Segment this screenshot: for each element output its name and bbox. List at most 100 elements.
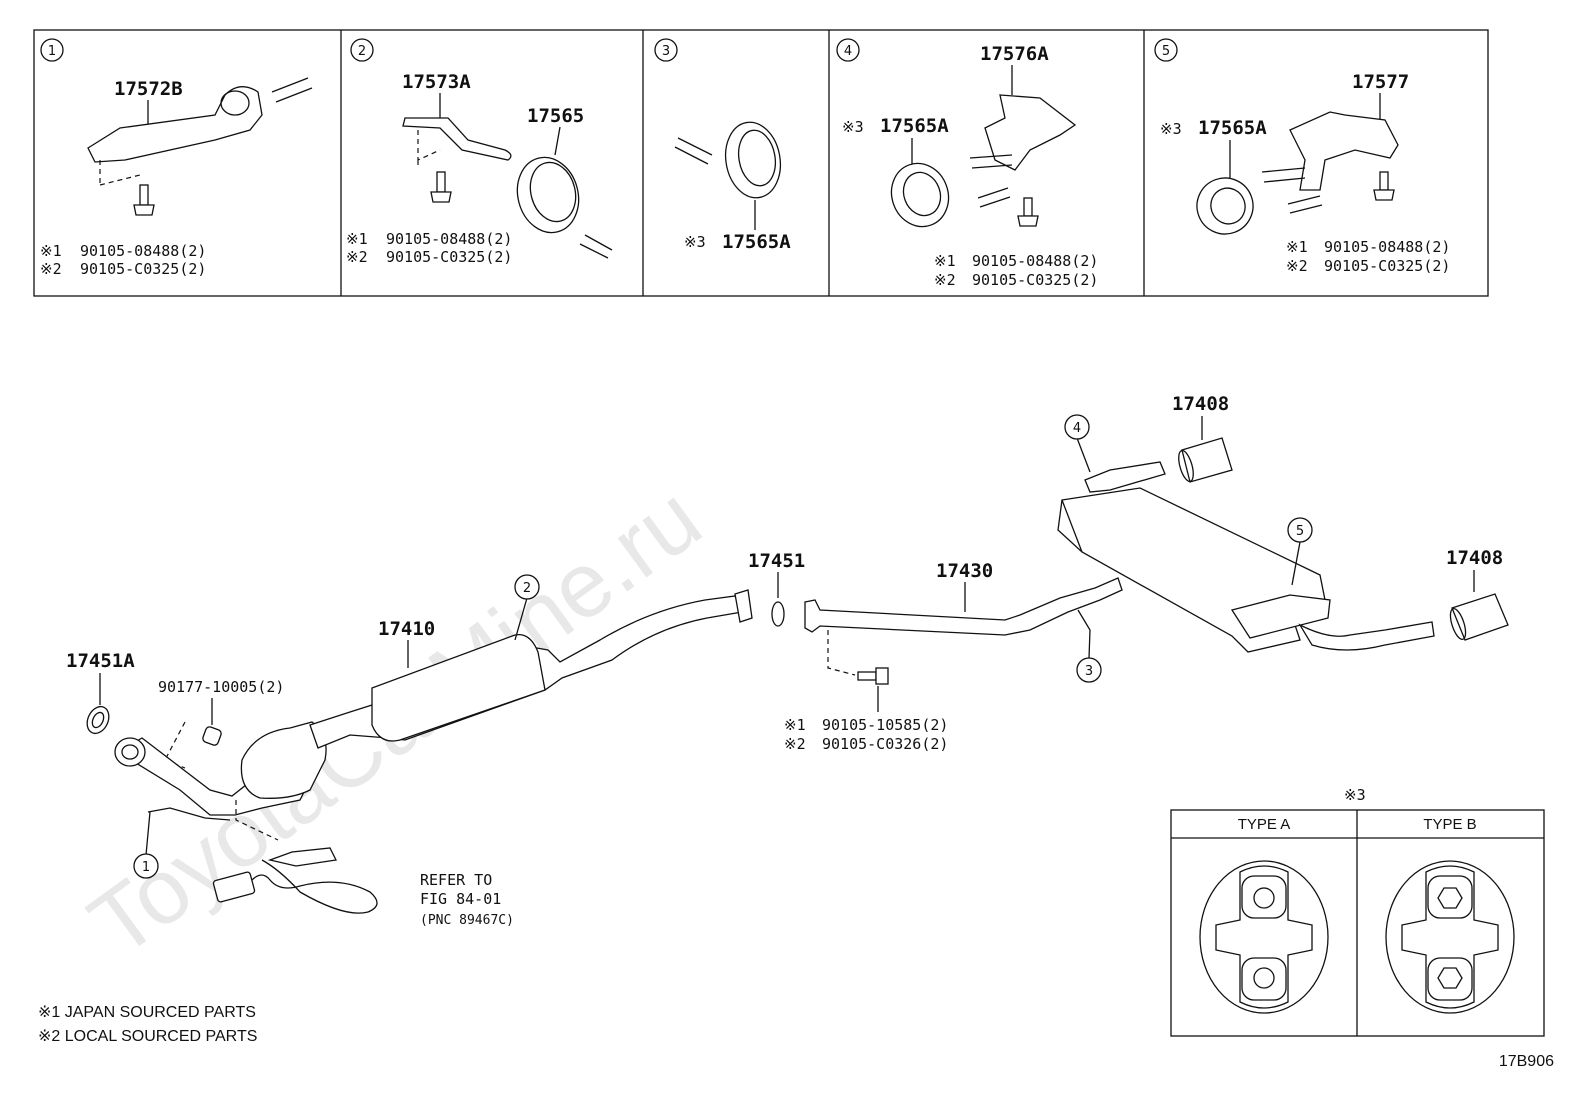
svg-text:5: 5: [1296, 524, 1304, 539]
bolt-part-number: 90105-C0325(2): [80, 260, 206, 278]
callout-3: 3: [1076, 609, 1102, 683]
svg-text:2: 2: [523, 581, 531, 596]
part-number-17451: 17451: [748, 550, 805, 572]
panels-frame: [33, 29, 1489, 297]
part-mark: ※3: [1160, 120, 1182, 138]
part-number-90177-10005: 90177-10005(2): [158, 678, 284, 696]
part-number-17410: 17410: [378, 618, 435, 640]
muffler-end-bracket: [1230, 594, 1331, 639]
gasket-17451A: [86, 705, 110, 735]
callout-1: 1: [133, 853, 159, 879]
table-mark: ※3: [1344, 786, 1366, 804]
detail-panels: 1 17572B ※1 90105-08488(2) ※2 90105-C032…: [33, 29, 1489, 297]
hanger-rod: [977, 187, 1011, 208]
bolt-icon: [133, 184, 155, 216]
rubber-hanger-icon: [724, 121, 782, 199]
type-a-hanger-icon: [1199, 860, 1329, 1014]
refer-text: FIG 84-01: [420, 890, 501, 908]
part-number-17576A: 17576A: [980, 43, 1049, 65]
panel-number: 1: [48, 44, 56, 59]
type-b-header: TYPE B: [1423, 816, 1476, 833]
muffler-edge: [1061, 499, 1083, 553]
sensor-wire: [251, 859, 378, 914]
bolt-mark: ※1: [40, 242, 62, 260]
bolt-part-number: 90105-08488(2): [1324, 238, 1450, 256]
rubber-hanger-icon: [890, 162, 950, 228]
bracket-17573A: [402, 117, 512, 161]
figure-code: 17B906: [1499, 1053, 1554, 1070]
panel-number-circle: [1154, 38, 1178, 62]
hanger-rod: [1261, 167, 1306, 183]
bolt-part-number: 90105-C0325(2): [1324, 257, 1450, 275]
bolt-part-number: 90105-08488(2): [972, 252, 1098, 270]
bolt-icon: [1373, 171, 1395, 201]
bolt-part-number: 90105-C0325(2): [972, 271, 1098, 289]
footnote-japan: ※1 JAPAN SOURCED PARTS: [38, 1004, 256, 1021]
svg-text:4: 4: [1073, 421, 1081, 436]
callout-4: 4: [1064, 414, 1091, 473]
bolt-mark: ※1: [784, 716, 806, 734]
callout-5: 5: [1287, 517, 1313, 586]
part-number-17408: 17408: [1446, 547, 1503, 569]
bolt-mark: ※1: [346, 230, 368, 248]
panel-number-circle: [836, 38, 860, 62]
panel-number: 2: [358, 44, 366, 59]
dashed-guide: [417, 130, 441, 168]
bolt-mark: ※1: [934, 252, 956, 270]
catalytic-converter: [240, 721, 327, 799]
front-pipe-opening: [121, 744, 139, 760]
part-number-17565: 17565: [527, 105, 584, 127]
tail-tip-opening: [1178, 449, 1194, 483]
muffler-hanger-pipe: [1084, 461, 1166, 493]
panel-number-circle: [40, 38, 64, 62]
bracket-17577: [1289, 111, 1399, 191]
hanger-type-table: ※3 TYPE A TYPE B: [1170, 786, 1545, 1037]
panel-3: 3 ※3 17565A: [654, 38, 791, 253]
hanger-rod: [674, 137, 713, 165]
panel-number: 4: [844, 44, 852, 59]
dashed-guide: [235, 800, 279, 841]
leader-line: [145, 811, 151, 856]
hanger-rod: [1287, 195, 1323, 214]
panel-number: 5: [1162, 44, 1170, 59]
footnote-local: ※2 LOCAL SOURCED PARTS: [38, 1028, 257, 1045]
callout-2: 2: [514, 574, 540, 641]
part-number-17565A: 17565A: [1198, 117, 1267, 139]
part-number-17573A: 17573A: [402, 71, 471, 93]
svg-text:3: 3: [1085, 664, 1093, 679]
bolt-icon: [1017, 197, 1039, 227]
bolt-mark: ※2: [784, 735, 806, 753]
sensor-body: [267, 847, 337, 867]
panel-4: 4 17576A ※3 17565A ※1 90105-08488(2) ※2 …: [836, 38, 1098, 289]
gasket-hole: [91, 711, 105, 729]
part-number-17565A: 17565A: [880, 115, 949, 137]
bolt-mark: ※2: [1286, 257, 1308, 275]
bolt-part-number: 90105-C0326(2): [822, 735, 948, 753]
bolt-part-number: 90105-08488(2): [80, 242, 206, 260]
bolt-part-number: 90105-08488(2): [386, 230, 512, 248]
tail-tip-17408-right: [1451, 593, 1509, 641]
bolt-mark: ※2: [346, 248, 368, 266]
center-muffler: [371, 633, 546, 742]
bolt-part-number: 90105-C0325(2): [386, 248, 512, 266]
front-pipe-flange: [114, 737, 146, 767]
tail-pipe-17430: [804, 577, 1123, 636]
hanger-rod: [969, 154, 1013, 169]
dashed-guide: [99, 174, 141, 186]
hanger-rod: [271, 77, 313, 103]
panel-1: 1 17572B ※1 90105-08488(2) ※2 90105-C032…: [40, 38, 313, 278]
bolt-mark: ※2: [934, 271, 956, 289]
nut-icon: [202, 726, 222, 746]
front-bracket: [147, 807, 231, 821]
oxygen-sensor: [212, 800, 378, 914]
panel-number-circle: [654, 38, 678, 62]
hanger-rod: [579, 234, 613, 259]
main-assembly: 17451A 90177-10005(2) 17410 17451 17430: [66, 393, 1509, 928]
bolt-part-number: 90105-10585(2): [822, 716, 948, 734]
panel-5: 5 17577 ※3 17565A ※1 90105-08488(2) ※2 9…: [1154, 38, 1450, 275]
type-a-header: TYPE A: [1238, 816, 1291, 833]
rubber-hanger-icon: [516, 156, 580, 234]
part-number-17430: 17430: [936, 560, 993, 582]
bolt-mark: ※2: [40, 260, 62, 278]
